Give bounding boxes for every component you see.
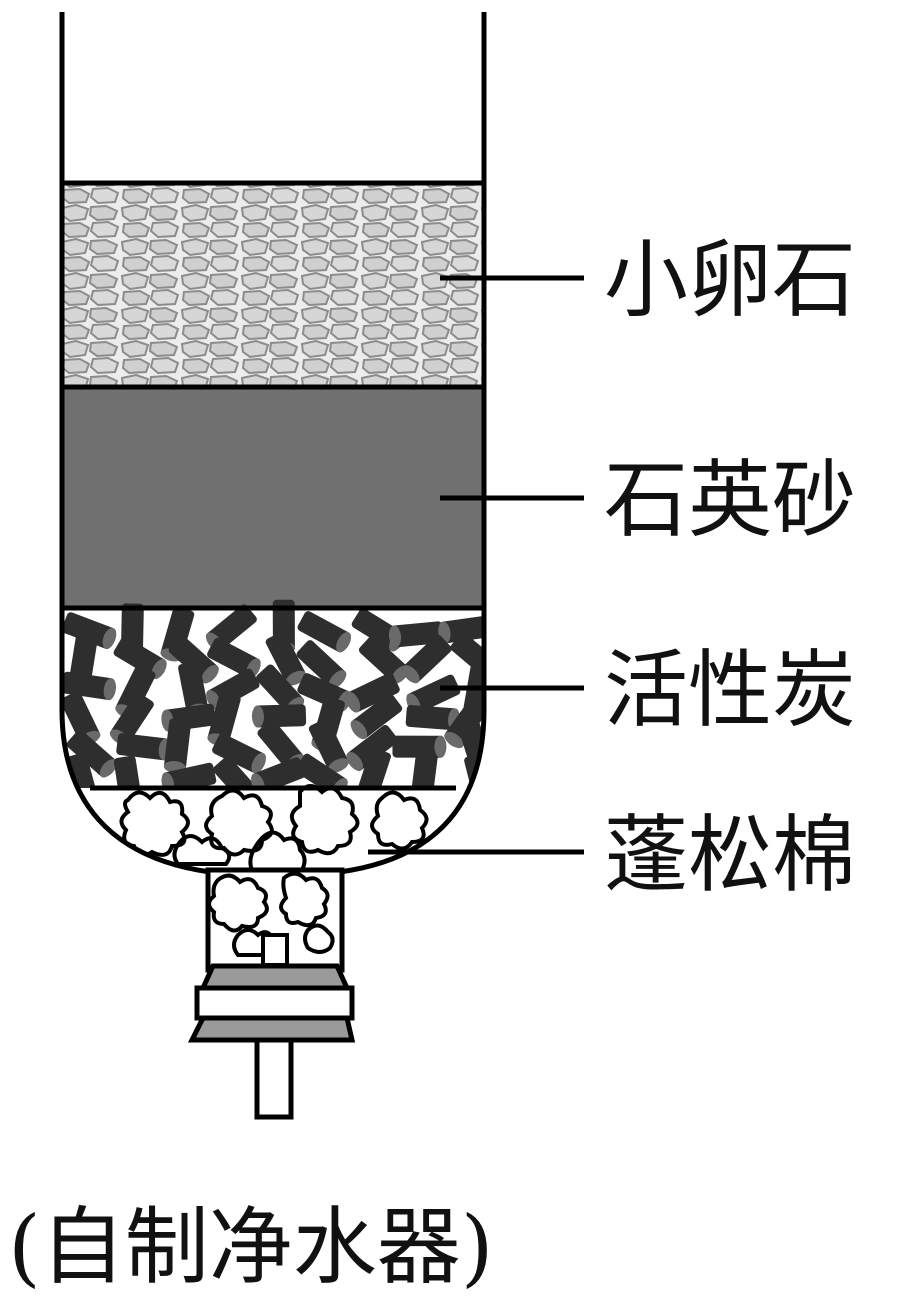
- carbon-granule-end: [474, 795, 484, 809]
- carbon-granule-end: [328, 670, 347, 689]
- carbon-granule-end: [103, 678, 117, 701]
- cap-bottom-band: [187, 1015, 356, 1043]
- pebble-layer: [62, 183, 484, 386]
- carbon-granule: [69, 632, 98, 687]
- carbon-granule-end: [251, 752, 266, 774]
- carbon-granule-end: [402, 665, 420, 684]
- carbon-granule-end: [346, 751, 363, 771]
- carbon-granule-end: [345, 691, 361, 713]
- carbon-granule: [392, 735, 445, 758]
- carbon-granule: [253, 704, 307, 728]
- cap-middle-ring: [194, 985, 355, 1021]
- label-cotton: 蓬松棉: [604, 806, 856, 904]
- carbon-granule-end: [388, 625, 402, 648]
- outlet-tube-stub: [261, 933, 289, 967]
- carbon-granule: [163, 718, 191, 772]
- quartz-sand-layer: [62, 388, 484, 608]
- carbon-granule: [62, 612, 116, 649]
- label-pebbles: 小卵石: [604, 231, 856, 329]
- carbon-granule: [178, 661, 209, 716]
- carbon-granule: [450, 632, 484, 680]
- cap-top-band: [199, 963, 351, 991]
- label-quartz-sand: 石英砂: [604, 451, 856, 549]
- outlet-pipe: [254, 1037, 294, 1120]
- carbon-granule: [160, 606, 195, 661]
- carbon-granule: [439, 615, 484, 644]
- carbon-granule-end: [102, 627, 117, 649]
- diagram-caption: (自制净水器): [8, 1198, 494, 1296]
- carbon-granule-end: [251, 705, 264, 728]
- carbon-granule-end: [99, 759, 117, 778]
- carbon-granule: [116, 733, 170, 761]
- label-activated-carbon: 活性炭: [604, 641, 856, 739]
- carbon-granule: [251, 757, 306, 795]
- carbon-granule-end: [328, 758, 349, 773]
- carbon-granule-end: [444, 731, 464, 749]
- carbon-granule-end: [434, 735, 447, 758]
- carbon-granule-end: [350, 720, 368, 740]
- carbon-granule: [405, 704, 459, 731]
- container-body-outline: [59, 183, 487, 875]
- carbon-granule-end: [336, 632, 352, 653]
- carbon-granule-end: [201, 665, 219, 684]
- carbon-granule: [207, 691, 241, 746]
